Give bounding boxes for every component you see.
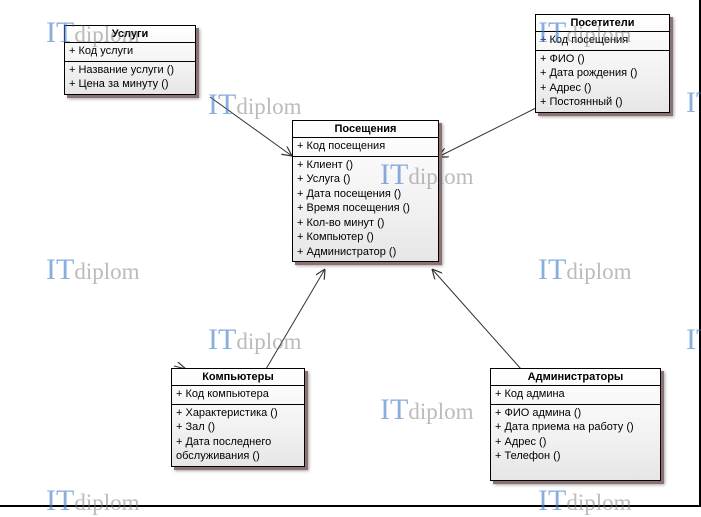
- class-operation: + ФИО админа (): [495, 406, 582, 419]
- class-operations: + Название услуги () + Цена за минуту (): [65, 60, 195, 94]
- class-operation: + Характеристика (): [176, 406, 278, 419]
- class-operation: + Дата рождения (): [540, 67, 638, 79]
- class-operation: + Адрес (): [540, 81, 592, 94]
- class-keys: + Код услуги: [65, 43, 195, 61]
- class-operation: + Компьютер (): [297, 231, 374, 243]
- class-operation: + Телефон (): [495, 450, 561, 462]
- class-administratory[interactable]: Администраторы + Код админа + ФИО админа…: [490, 368, 661, 481]
- class-operation: + Услуга (): [297, 173, 351, 185]
- class-operations: + ФИО () + Дата рождения () + Адрес () +…: [536, 49, 669, 112]
- class-operation: + ФИО (): [540, 52, 585, 65]
- class-operation: + Время посещения (): [297, 202, 410, 214]
- link-posetiteli-to-poseshcheniya: [438, 107, 537, 157]
- class-keys: + Код админа: [491, 386, 660, 404]
- class-operation: + Цена за минуту (): [69, 78, 169, 90]
- link-kompyutery-to-poseshcheniya: [265, 269, 325, 370]
- class-title: Посетители: [536, 15, 669, 32]
- link-administratory-to-poseshcheniya: [432, 269, 522, 370]
- class-kompyutery[interactable]: Компьютеры + Код компьютера + Характерис…: [171, 368, 305, 467]
- class-operation: + Кол-во минут (): [297, 216, 385, 229]
- frame-border-right: [699, 0, 701, 507]
- class-title: Услуги: [65, 26, 195, 43]
- class-title: Администраторы: [491, 369, 660, 386]
- class-uslugi[interactable]: Услуги + Код услуги + Название услуги ()…: [64, 25, 196, 95]
- class-key: + Код админа: [495, 388, 565, 400]
- class-key: + Код компьютера: [176, 388, 269, 400]
- class-operation: + Клиент (): [297, 158, 354, 171]
- class-title: Посещения: [293, 121, 438, 138]
- class-posetiteli[interactable]: Посетители + Код посещения + ФИО () + Да…: [535, 14, 670, 113]
- class-operation: + Название услуги (): [69, 63, 175, 76]
- frame-border-bottom: [0, 505, 701, 507]
- class-operation: + Постоянный (): [540, 96, 623, 108]
- class-keys: + Код посещения: [293, 138, 438, 156]
- class-operation: + Дата последнего обслуживания (): [176, 435, 272, 463]
- class-operation: + Дата приема на работу (): [495, 421, 634, 433]
- class-operations: + Характеристика () + Зал () + Дата посл…: [172, 403, 304, 466]
- class-operation: + Дата посещения (): [297, 187, 402, 200]
- class-title: Компьютеры: [172, 369, 304, 386]
- class-key: + Код посещения: [297, 140, 386, 152]
- class-operation: + Администратор (): [297, 245, 397, 258]
- class-key: + Код посещения: [540, 34, 629, 46]
- class-poseshcheniya[interactable]: Посещения + Код посещения + Клиент () + …: [292, 120, 439, 262]
- class-operation: + Адрес (): [495, 435, 547, 448]
- class-operations: + ФИО админа () + Дата приема на работу …: [491, 403, 660, 480]
- class-operations: + Клиент () + Услуга () + Дата посещения…: [293, 155, 438, 262]
- class-keys: + Код посещения: [536, 32, 669, 50]
- link-uslugi-to-poseshcheniya: [209, 96, 292, 156]
- class-keys: + Код компьютера: [172, 386, 304, 404]
- class-operation: + Зал (): [176, 421, 216, 433]
- class-key: + Код услуги: [69, 45, 134, 57]
